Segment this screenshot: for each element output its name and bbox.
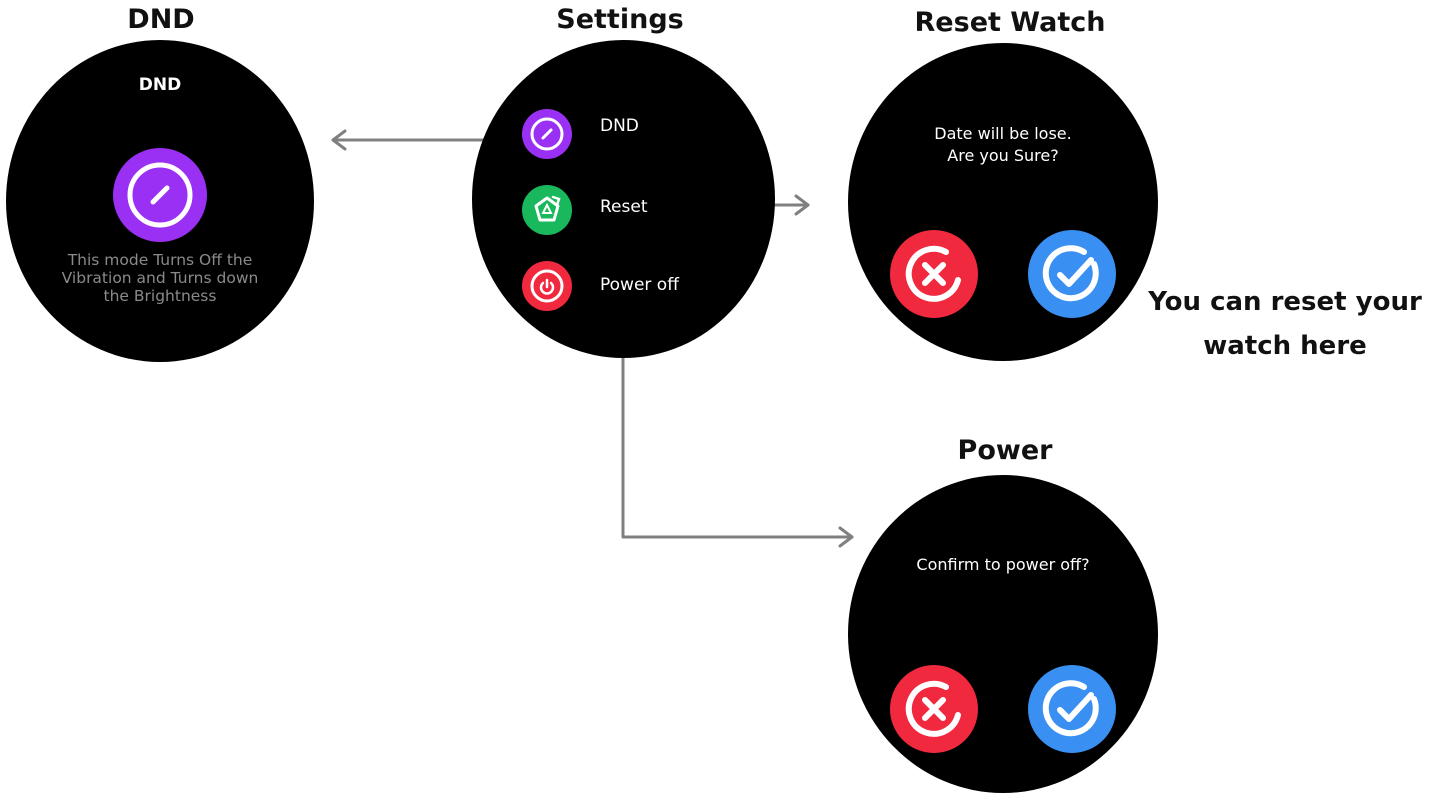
heading-reset-watch: Reset Watch [914,7,1106,38]
reset-icon [522,185,572,235]
watch-power-screen: Confirm to power off? [848,475,1158,793]
watch-reset-screen: Date will be lose. Are you Sure? [848,43,1158,361]
heading-dnd: DND [127,4,195,35]
settings-item-dnd-label: DND [600,116,639,136]
power-confirm-button[interactable] [1028,665,1116,753]
power-cancel-button[interactable] [890,665,978,753]
reset-note-line-1: You can reset your [1148,287,1422,317]
reset-cancel-button[interactable] [890,230,978,318]
dnd-large-icon [112,147,208,243]
reset-message-line-1: Date will be lose. [934,124,1072,143]
heading-settings: Settings [556,4,684,35]
reset-note: You can reset your watch here [1140,280,1430,368]
confirm-icon [1028,230,1116,318]
watch-settings-screen: DND Reset Power off [472,40,775,358]
settings-item-power-off-label: Power off [600,275,679,295]
reset-note-line-2: watch here [1203,331,1367,361]
heading-power: Power [957,435,1053,466]
cancel-icon [890,665,978,753]
power-icon [522,261,572,311]
confirm-icon [1028,665,1116,753]
reset-message-line-2: Are you Sure? [947,146,1059,165]
arrowhead-dnd [331,129,347,151]
dnd-screen-title: DND [138,75,182,95]
arrowhead-power [838,526,854,548]
dnd-icon [522,109,572,159]
reset-confirm-button[interactable] [1028,230,1116,318]
dnd-description: This mode Turns Off the Vibration and Tu… [6,251,314,305]
power-confirm-message: Confirm to power off? [916,555,1090,574]
dnd-description-line-2: Vibration and Turns down [61,269,259,287]
arrowhead-reset [794,194,810,216]
arrow-settings-to-power [621,320,854,539]
reset-confirm-message: Date will be lose. Are you Sure? [848,123,1158,167]
dnd-description-line-1: This mode Turns Off the [67,251,253,269]
dnd-description-line-3: the Brightness [103,287,217,305]
settings-item-reset-label: Reset [600,197,648,217]
watch-dnd-screen: DND This mode Turns Off the Vibration an… [6,40,314,362]
cancel-icon [890,230,978,318]
